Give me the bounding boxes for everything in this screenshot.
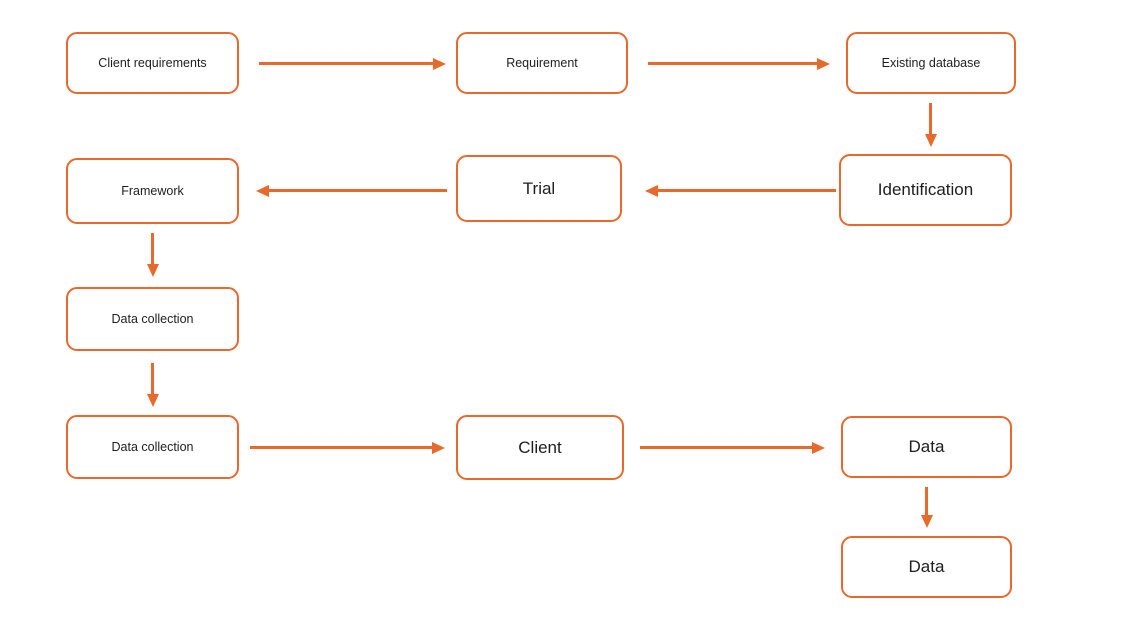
- arrow-data-collection-to-client-icon: [250, 446, 432, 449]
- node-framework: Framework: [66, 158, 239, 224]
- arrow-existing-database-to-identification-icon: [929, 103, 932, 134]
- node-label: Data collection: [111, 312, 194, 326]
- node-data-2: Data: [841, 536, 1012, 598]
- node-client: Client: [456, 415, 624, 480]
- node-identification: Identification: [839, 154, 1012, 226]
- node-label: Client: [518, 437, 562, 457]
- node-requirement: Requirement: [456, 32, 628, 94]
- node-label: Framework: [121, 184, 184, 198]
- node-label: Requirement: [506, 56, 578, 70]
- arrow-client-to-data-icon: [640, 446, 812, 449]
- arrow-framework-to-data-collection-icon: [151, 233, 154, 264]
- node-data-collection-2: Data collection: [66, 415, 239, 479]
- arrow-data-collection-to-data-collection-icon: [151, 363, 154, 394]
- node-label: Existing database: [881, 56, 981, 70]
- arrow-requirement-to-existing-database-icon: [648, 62, 817, 65]
- arrow-data-to-data-icon: [925, 487, 928, 515]
- node-label: Data collection: [111, 440, 194, 454]
- arrow-identification-to-trial-icon: [658, 189, 836, 192]
- node-label: Data: [908, 437, 945, 456]
- node-existing-database: Existing database: [846, 32, 1016, 94]
- arrow-trial-to-framework-icon: [269, 189, 447, 192]
- node-trial: Trial: [456, 155, 622, 222]
- node-label: Data: [908, 557, 945, 576]
- node-label: Trial: [522, 178, 556, 198]
- node-data-1: Data: [841, 416, 1012, 478]
- node-label: Client requirements: [98, 56, 207, 70]
- node-client-requirements: Client requirements: [66, 32, 239, 94]
- arrow-client-requirements-to-requirement-icon: [259, 62, 433, 65]
- node-label: Identification: [877, 180, 974, 199]
- node-data-collection-1: Data collection: [66, 287, 239, 351]
